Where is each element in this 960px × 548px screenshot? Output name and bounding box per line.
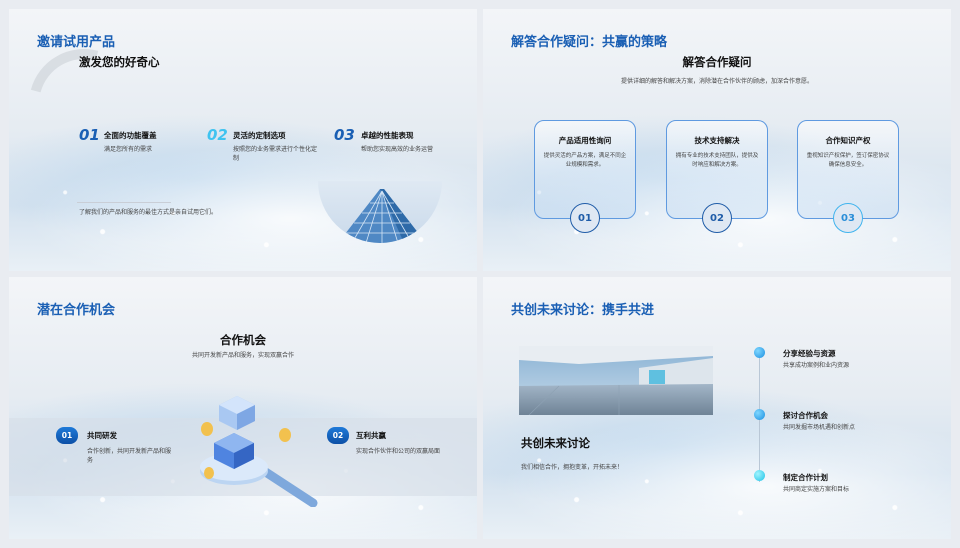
building-image xyxy=(318,181,442,243)
feature-text: 全面的功能覆盖 满足您所有的需求 xyxy=(104,130,204,154)
question-card: 合作知识产权 重视知识产权保护，签订保密协议确保信息安全。 03 xyxy=(797,120,899,233)
slide-subtitle: 共创未来讨论 xyxy=(521,436,590,450)
item-title: 互利共赢 xyxy=(356,431,386,440)
question-card: 产品适用性询问 提供灵活的产品方案，满足不同企业规模和需求。 01 xyxy=(534,120,636,233)
feature-desc: 帮助您实现高效的业务运营 xyxy=(361,146,434,153)
card-title: 技术支持解决 xyxy=(694,136,740,145)
timeline-item: 分享经验与资源 共享成功案例和业内资源 xyxy=(783,348,933,370)
timeline-desc: 共享成功案例和业内资源 xyxy=(783,362,850,369)
timeline-item: 制定合作计划 共同商定实施方案和目标 xyxy=(783,472,933,494)
feature-number: 01 xyxy=(79,126,100,144)
slide-subtitle: 激发您的好奇心 xyxy=(79,55,160,69)
item-desc: 合作创新，共同开发新产品和服务 xyxy=(87,448,172,464)
card-desc: 拥有专业的技术支持团队，提供及时响应和解决方案。 xyxy=(675,153,759,168)
desc-text: 我们相信合作，拥抱变革，开拓未来！ xyxy=(521,464,624,471)
feature-title: 卓越的性能表现 xyxy=(361,131,414,140)
architecture-photo xyxy=(519,346,713,415)
slide-title: 邀请试用产品 xyxy=(37,35,116,50)
item-number: 01 xyxy=(56,427,78,444)
card-number: 03 xyxy=(833,203,863,233)
intro-text: 共同开发新产品和服务，实现双赢合作 xyxy=(191,352,294,359)
card-desc: 提供灵活的产品方案，满足不同企业规模和需求。 xyxy=(543,153,627,168)
card-title: 合作知识产权 xyxy=(825,136,871,145)
opportunity-item: 互利共赢 实现合作伙伴和公司的双赢局面 xyxy=(356,430,442,456)
slide-cooperation-questions[interactable]: 解答合作疑问：共赢的策略 解答合作疑问 提供详细的解答和解决方案，消除潜在合作伙… xyxy=(483,9,951,271)
slide-potential-opportunities[interactable]: 潜在合作机会 合作机会 共同开发新产品和服务，实现双赢合作 01 共同研发 合作… xyxy=(9,277,477,539)
decorative-arc xyxy=(9,28,160,180)
feature-text: 灵活的定制选项 按照您的业务需求进行个性化定制 xyxy=(233,130,319,163)
feature-desc: 按照您的业务需求进行个性化定制 xyxy=(233,146,318,162)
slide-invite-trial[interactable]: 邀请试用产品 激发您的好奇心 01 全面的功能覆盖 满足您所有的需求 02 灵活… xyxy=(9,9,477,271)
intro-text: 提供详细的解答和解决方案，消除潜在合作伙伴的顾虑，加深合作意愿。 xyxy=(620,78,813,85)
card-desc: 重视知识产权保护，签订保密协议确保信息安全。 xyxy=(806,153,890,168)
card-title: 产品适用性询问 xyxy=(558,136,612,145)
slide-title: 潜在合作机会 xyxy=(37,303,116,318)
slide-future-discussion[interactable]: 共创未来讨论：携手共进 共创未来讨论 我们相信合作，拥抱 xyxy=(483,277,951,539)
timeline-desc: 共同商定实施方案和目标 xyxy=(783,486,850,493)
question-card: 技术支持解决 拥有专业的技术支持团队，提供及时响应和解决方案。 02 xyxy=(666,120,768,233)
timeline-desc: 共同发掘市场机遇和创新点 xyxy=(783,424,856,431)
timeline-dot xyxy=(754,470,765,481)
timeline-item: 探讨合作机会 共同发掘市场机遇和创新点 xyxy=(783,410,933,432)
feature-desc: 满足您所有的需求 xyxy=(104,146,153,153)
slide-subtitle: 合作机会 xyxy=(220,333,266,347)
item-desc: 实现合作伙伴和公司的双赢局面 xyxy=(356,448,441,455)
feature-number: 02 xyxy=(207,126,228,144)
opportunity-item: 共同研发 合作创新，共同开发新产品和服务 xyxy=(87,430,172,465)
item-number: 02 xyxy=(327,427,349,444)
timeline-dot xyxy=(754,347,765,358)
item-title: 共同研发 xyxy=(87,431,117,440)
card-number: 01 xyxy=(570,203,600,233)
card-number: 02 xyxy=(702,203,732,233)
feature-number: 03 xyxy=(334,126,355,144)
footer-text: 了解我们的产品和服务的最佳方式是亲自试用它们。 xyxy=(79,209,218,216)
feature-item: 02 xyxy=(207,125,228,144)
isometric-illustration xyxy=(189,387,339,508)
divider xyxy=(77,202,171,203)
feature-title: 灵活的定制选项 xyxy=(233,131,286,140)
feature-item: 03 xyxy=(334,125,355,144)
timeline-title: 分享经验与资源 xyxy=(783,349,836,358)
slide-subtitle: 解答合作疑问 xyxy=(682,55,752,69)
slide-title: 解答合作疑问：共赢的策略 xyxy=(511,35,668,50)
timeline-title: 探讨合作机会 xyxy=(783,411,828,420)
feature-text: 卓越的性能表现 帮助您实现高效的业务运营 xyxy=(361,130,461,154)
slide-title: 共创未来讨论：携手共进 xyxy=(511,303,655,318)
timeline-dot xyxy=(754,409,765,420)
feature-title: 全面的功能覆盖 xyxy=(104,131,157,140)
timeline-title: 制定合作计划 xyxy=(783,473,828,482)
feature-item: 01 xyxy=(79,125,100,144)
